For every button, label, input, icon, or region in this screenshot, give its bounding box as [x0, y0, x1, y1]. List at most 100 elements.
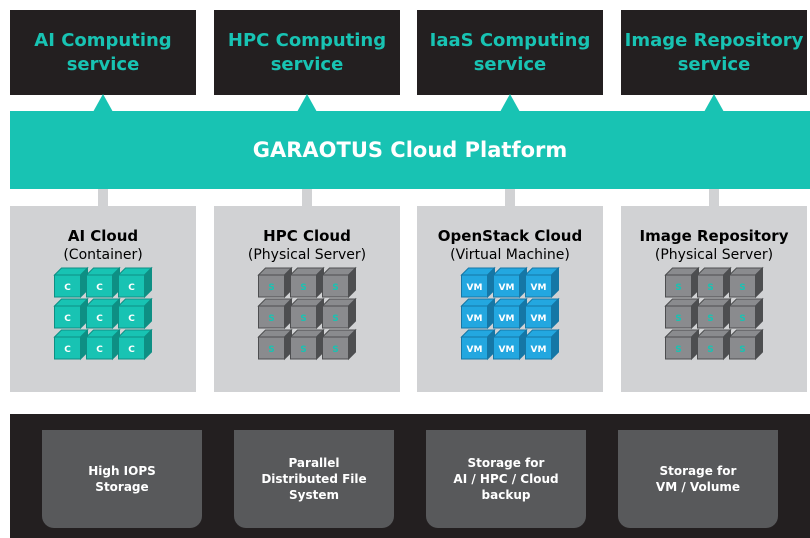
svg-text:C: C	[64, 314, 71, 324]
cube-icon: S	[728, 328, 764, 361]
cube-icon: VM	[460, 328, 496, 361]
connector	[98, 189, 108, 206]
svg-text:S: S	[268, 314, 274, 324]
up-arrow	[93, 94, 113, 112]
platform-title: GARAOTUS Cloud Platform	[252, 138, 568, 162]
cloud-name: HPC Cloud	[263, 227, 351, 245]
svg-text:C: C	[96, 283, 103, 293]
service-box-hpc: HPC Computing service	[214, 10, 400, 95]
svg-text:C: C	[64, 283, 71, 293]
connector	[505, 189, 515, 206]
service-label: Image Repository service	[624, 29, 804, 75]
svg-text:S: S	[300, 283, 306, 293]
cube-icon: C	[53, 328, 89, 361]
service-label: HPC Computing service	[227, 29, 387, 75]
svg-text:S: S	[675, 283, 681, 293]
svg-text:S: S	[268, 283, 274, 293]
platform-bar: GARAOTUS Cloud Platform	[10, 111, 810, 189]
svg-text:S: S	[739, 314, 745, 324]
svg-text:S: S	[332, 314, 338, 324]
service-label: IaaS Computing service	[429, 29, 591, 75]
svg-text:S: S	[675, 314, 681, 324]
svg-text:VM: VM	[499, 345, 515, 355]
cube-icon: C	[117, 297, 153, 330]
cube-icon: S	[321, 297, 357, 330]
svg-text:VM: VM	[531, 345, 547, 355]
cube-icon: VM	[524, 328, 560, 361]
cube-icon: S	[289, 297, 325, 330]
service-box-ai: AI Computing service	[10, 10, 196, 95]
svg-text:VM: VM	[467, 314, 483, 324]
cube-icon: VM	[492, 297, 528, 330]
svg-text:S: S	[332, 283, 338, 293]
storage-box-backup: Storage for AI / HPC / Cloud backup	[426, 430, 586, 528]
cube-icon: S	[289, 328, 325, 361]
storage-label: Storage for VM / Volume	[655, 464, 741, 494]
cube-icon: C	[85, 297, 121, 330]
cube-icon: VM	[524, 297, 560, 330]
cube-icon: C	[117, 266, 153, 299]
cube-icon: S	[696, 266, 732, 299]
cube-icon: S	[696, 297, 732, 330]
cube-icon: S	[664, 328, 700, 361]
cloud-subtitle: (Physical Server)	[654, 247, 774, 263]
service-label: AI Computing service	[34, 29, 172, 75]
svg-text:S: S	[739, 283, 745, 293]
cube-icon: S	[257, 328, 293, 361]
svg-text:C: C	[128, 345, 135, 355]
svg-text:VM: VM	[531, 283, 547, 293]
svg-text:S: S	[707, 314, 713, 324]
cube-icon: C	[85, 266, 121, 299]
storage-box-parallel-fs: Parallel Distributed File System	[234, 430, 394, 528]
cube-icon: S	[664, 297, 700, 330]
svg-text:S: S	[332, 345, 338, 355]
storage-label: High IOPS Storage	[88, 464, 156, 494]
cube-icon: VM	[460, 297, 496, 330]
cube-icon: S	[696, 328, 732, 361]
storage-label: Storage for AI / HPC / Cloud backup	[453, 456, 559, 502]
cube-icon: VM	[492, 328, 528, 361]
svg-text:VM: VM	[467, 283, 483, 293]
cube-icon: S	[257, 266, 293, 299]
svg-text:VM: VM	[499, 314, 515, 324]
cube-icon: C	[85, 328, 121, 361]
svg-text:C: C	[128, 314, 135, 324]
svg-text:S: S	[707, 345, 713, 355]
up-arrow	[500, 94, 520, 112]
svg-text:VM: VM	[467, 345, 483, 355]
cube-icon: S	[321, 328, 357, 361]
cube-icon: C	[53, 297, 89, 330]
svg-text:S: S	[268, 345, 274, 355]
cloud-name: AI Cloud	[67, 227, 139, 245]
storage-box-vm-volume: Storage for VM / Volume	[618, 430, 778, 528]
storage-box-high-iops: High IOPS Storage	[42, 430, 202, 528]
connector	[709, 189, 719, 206]
svg-text:C: C	[96, 314, 103, 324]
connector	[302, 189, 312, 206]
cloud-subtitle: (Virtual Machine)	[450, 247, 570, 263]
cube-icon: VM	[460, 266, 496, 299]
storage-label: Parallel Distributed File System	[261, 456, 367, 502]
cloud-subtitle: (Container)	[63, 247, 143, 263]
cloud-name: Image Repository	[639, 227, 789, 245]
svg-text:C: C	[64, 345, 71, 355]
cube-icon: S	[289, 266, 325, 299]
svg-text:S: S	[675, 345, 681, 355]
svg-text:C: C	[128, 283, 135, 293]
up-arrow	[297, 94, 317, 112]
svg-text:VM: VM	[531, 314, 547, 324]
cube-icon: S	[321, 266, 357, 299]
cube-icon: VM	[524, 266, 560, 299]
service-box-iaas: IaaS Computing service	[417, 10, 603, 95]
cube-icon: VM	[492, 266, 528, 299]
svg-text:S: S	[300, 314, 306, 324]
svg-text:S: S	[739, 345, 745, 355]
cube-icon: S	[257, 297, 293, 330]
